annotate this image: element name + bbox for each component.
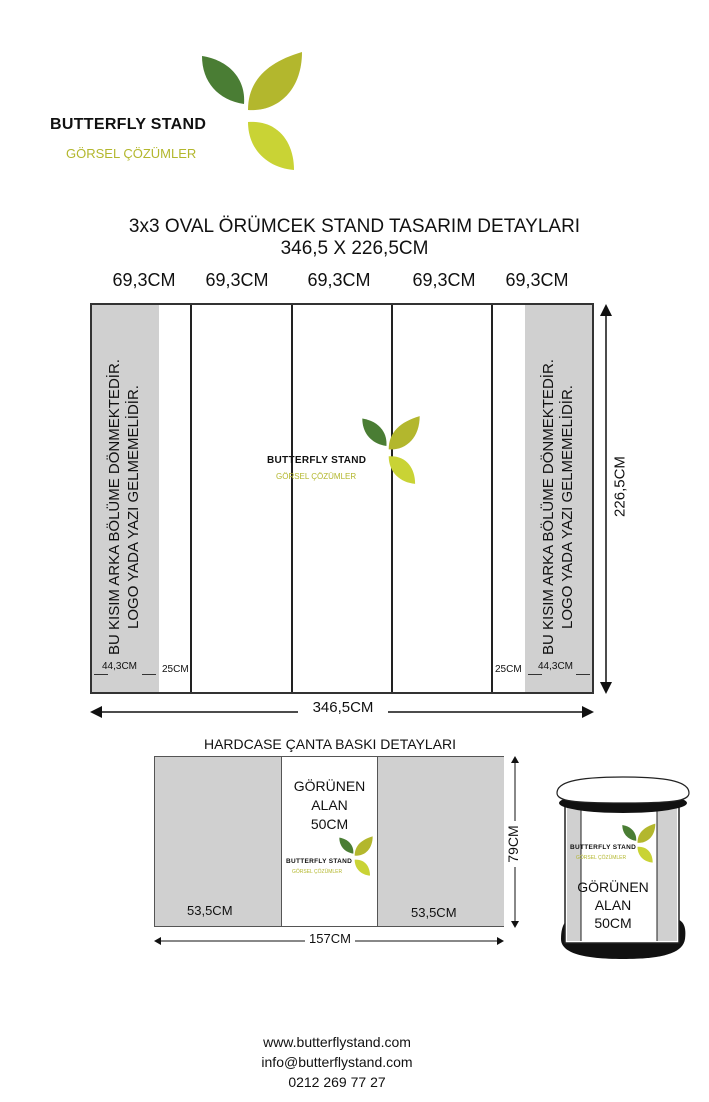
footer-phone: 0212 269 77 27 <box>288 1074 386 1090</box>
butterfly-logo-icon <box>339 836 373 876</box>
right-return-panel <box>525 305 592 692</box>
brand-name: BUTTERFLY STAND <box>50 116 207 133</box>
stand-diagram: BU KISIM ARKA BÖLÜME DÖNMEKTEDİR. LOGO Y… <box>90 303 594 694</box>
column-width-label: 69,3CM <box>307 270 371 290</box>
center-logo-name: BUTTERFLY STAND <box>267 455 367 466</box>
side-note-line: LOGO YADA YAZI GELMEMELİDİR. <box>559 385 576 629</box>
butterfly-logo-icon <box>202 52 302 170</box>
visible-area-line: ALAN <box>311 797 348 813</box>
gap-width-label: 25CM <box>162 664 189 675</box>
left-side-note: BU KISIM ARKA BÖLÜME DÖNMEKTEDİR. LOGO Y… <box>105 337 143 677</box>
height-arrow-icon <box>600 304 612 694</box>
dimension-arrow <box>142 674 156 675</box>
side-width-label: 44,3CM <box>102 661 138 672</box>
dimension-arrow <box>576 674 590 675</box>
column-width-label: 69,3CM <box>112 270 176 290</box>
page-subtitle: 346,5 X 226,5CM <box>280 238 429 259</box>
dimension-arrow <box>528 674 542 675</box>
gap-width-label: 25CM <box>495 664 522 675</box>
center-logo-tagline: GÖRSEL ÇÖZÜMLER <box>276 472 357 481</box>
hardcase-side-label: 53,5CM <box>187 903 233 918</box>
hardcase-side-label: 53,5CM <box>411 905 457 920</box>
visible-area-line: GÖRÜNEN <box>577 879 649 895</box>
footer-website[interactable]: www.butterflystand.com <box>263 1034 411 1050</box>
column-width-label: 69,3CM <box>412 270 476 290</box>
page-title: 3x3 OVAL ÖRÜMCEK STAND TASARIM DETAYLARI <box>128 216 581 237</box>
height-label: 226,5CM <box>611 446 629 527</box>
brand-tagline: GÖRSEL ÇÖZÜMLER <box>66 146 197 161</box>
hardcase-left-panel <box>155 757 282 926</box>
hardcase-diagram: GÖRÜNEN ALAN 50CM BUTTERFLY STAND GÖRSEL… <box>154 756 504 927</box>
hardcase-right-panel <box>377 757 504 926</box>
hardcase-logo-name: BUTTERFLY STAND <box>286 858 353 865</box>
footer: www.butterflystand.com info@butterflysta… <box>0 1032 674 1092</box>
left-return-panel <box>92 305 159 692</box>
podium-logo-name: BUTTERFLY STAND <box>570 844 637 851</box>
column-width-label: 69,3CM <box>505 270 569 290</box>
width-label: 346,5CM <box>298 699 388 716</box>
dimension-arrow <box>94 674 108 675</box>
visible-area-line: 50CM <box>594 915 632 931</box>
podium-logo-tagline: GÖRSEL ÇÖZÜMLER <box>576 855 627 861</box>
podium-illustration-icon <box>556 776 690 959</box>
visible-area-line: GÖRÜNEN <box>293 778 366 794</box>
side-note-line: BU KISIM ARKA BÖLÜME DÖNMEKTEDİR. <box>540 359 557 655</box>
visible-area-line: 50CM <box>310 816 349 832</box>
hardcase-logo-tagline: GÖRSEL ÇÖZÜMLER <box>292 869 343 875</box>
hardcase-height-label: 79CM <box>505 821 521 867</box>
visible-area-label: GÖRÜNEN ALAN 50CM <box>282 777 377 834</box>
column-width-label: 69,3CM <box>205 270 269 290</box>
side-note-line: BU KISIM ARKA BÖLÜME DÖNMEKTEDİR. <box>106 359 123 655</box>
podium-visible-area-label: GÖRÜNEN ALAN 50CM <box>575 878 651 932</box>
visible-area-line: ALAN <box>594 897 632 913</box>
hardcase-title: HARDCASE ÇANTA BASKI DETAYLARI <box>203 736 457 752</box>
footer-email[interactable]: info@butterflystand.com <box>261 1054 413 1070</box>
right-side-note: BU KISIM ARKA BÖLÜME DÖNMEKTEDİR. LOGO Y… <box>539 337 577 677</box>
hardcase-width-label: 157CM <box>305 931 355 946</box>
side-note-line: LOGO YADA YAZI GELMEMELİDİR. <box>125 385 142 629</box>
butterfly-logo-icon <box>362 416 420 484</box>
side-width-label: 44,3CM <box>538 661 574 672</box>
